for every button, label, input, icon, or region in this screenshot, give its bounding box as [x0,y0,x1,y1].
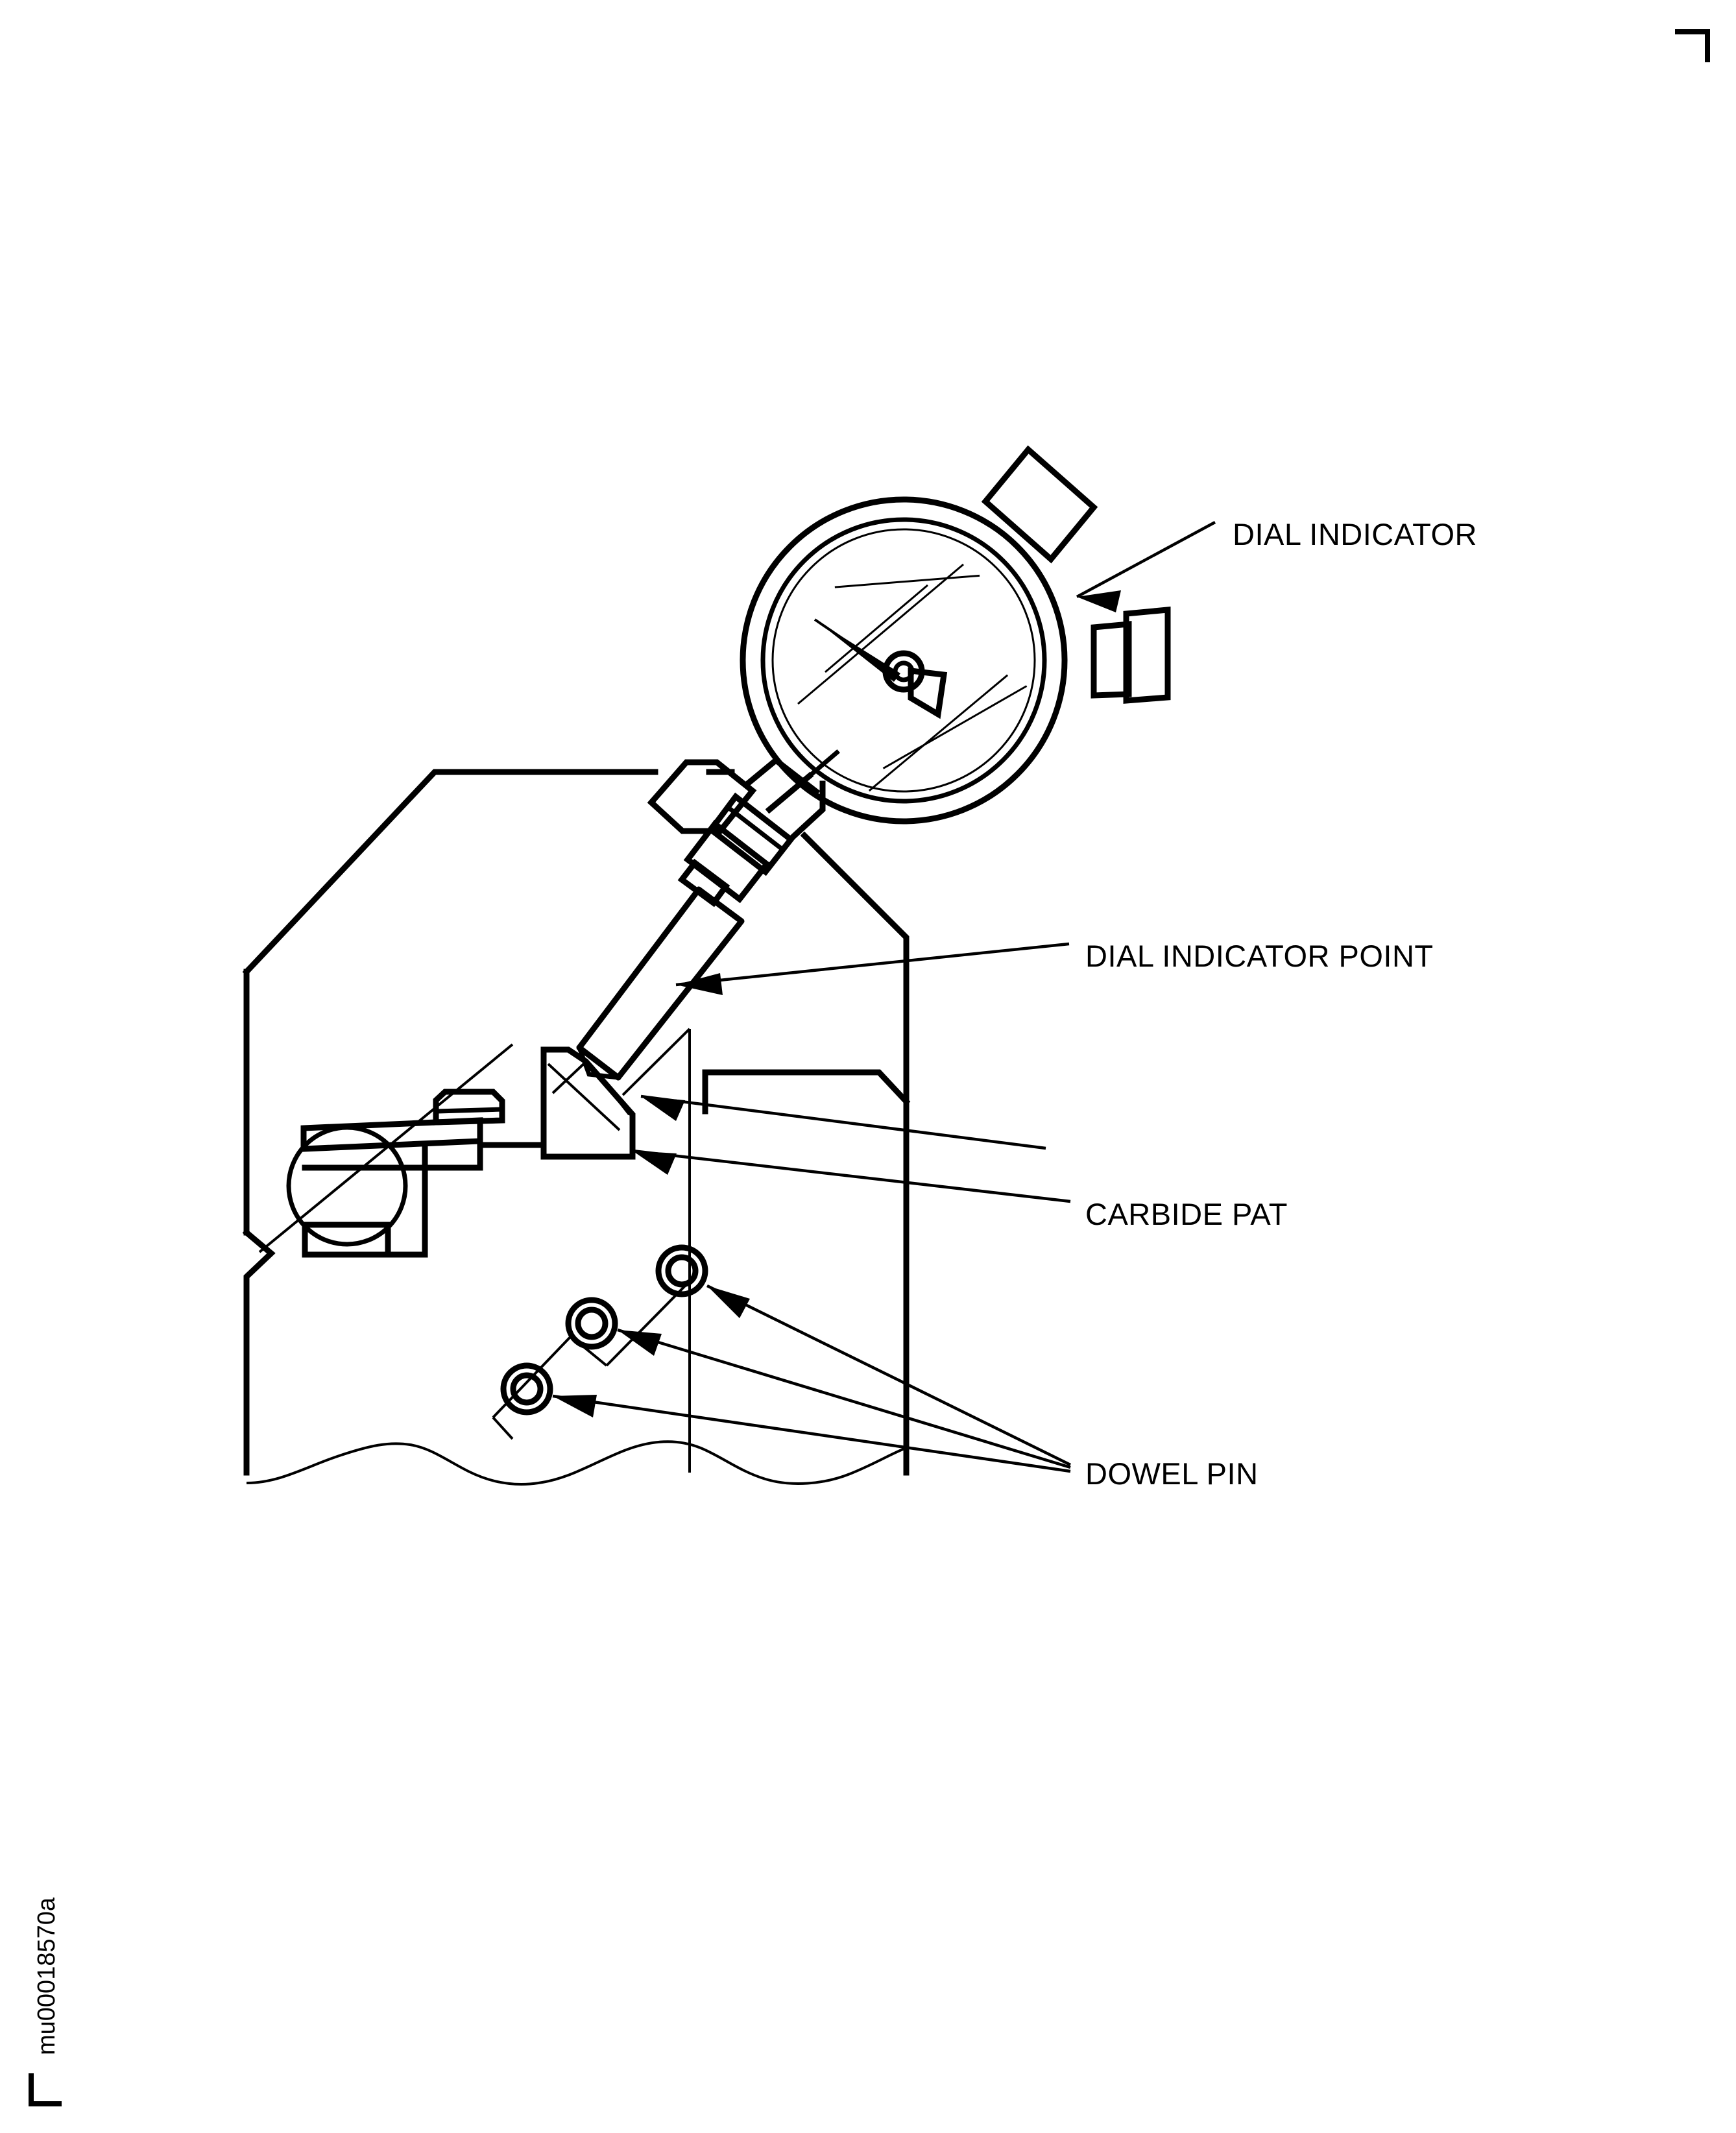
carbide-pat-block [540,1046,636,1160]
dial-indicator-gauge [740,445,1171,825]
leader-carbide-pat [632,1149,1071,1203]
callout-label-dial-indicator: DIAL INDICATOR [1233,517,1477,551]
leader-carbide-pat-upper [640,1094,1046,1150]
figure-id-code: mu00018570a [33,1897,60,2055]
crop-mark-top-right [1675,29,1710,62]
dowel-pin-upper [655,1244,708,1297]
dowel-pin-lower [500,1362,553,1416]
fixture-right-ledge [702,1069,911,1115]
leader-dowel-pin-lower [552,1394,1071,1473]
dowel-pin-holes [500,1244,708,1416]
leader-dowel-pin-middle [617,1328,1071,1469]
indicator-stem-assembly [576,749,840,1081]
callout-label-dial-indicator-point: DIAL INDICATOR POINT [1085,939,1434,973]
leader-dial-indicator [1076,521,1216,612]
crop-mark-bottom-left [29,2073,62,2106]
callout-label-carbide-pat: CARBIDE PAT [1085,1197,1288,1231]
roller-plate-assembly [286,1089,505,1258]
fixture-body-outline [242,769,910,1476]
leader-dial-indicator-point [675,942,1070,995]
dowel-pin-middle [565,1297,618,1350]
break-line-wavy [246,1440,907,1486]
leader-dowel-pin-upper [706,1284,1071,1467]
callout-label-dowel-pin: DOWEL PIN [1085,1456,1259,1491]
